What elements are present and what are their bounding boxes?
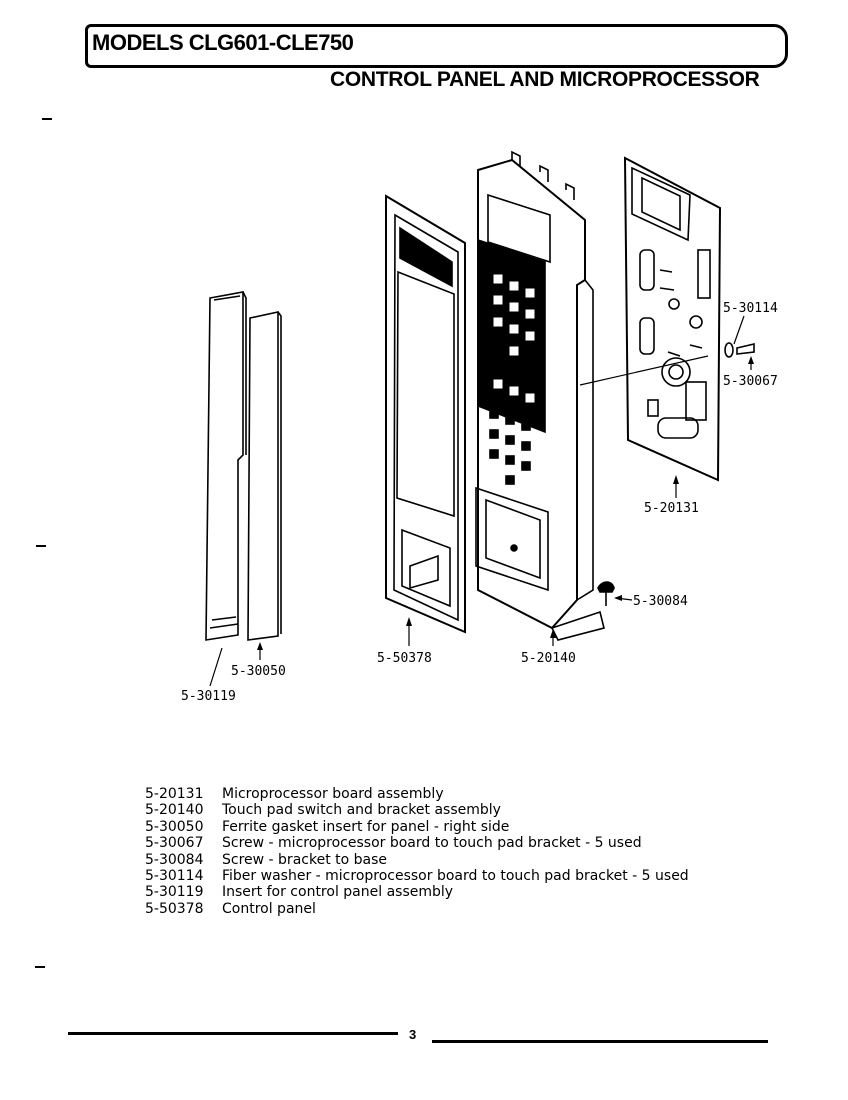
- control-panel-insert: [205, 291, 247, 641]
- part-number: 5-20140: [145, 802, 204, 819]
- part-number: 5-50378: [145, 900, 204, 917]
- scan-mark: [35, 966, 45, 968]
- part-number: 5-20131: [145, 786, 204, 802]
- part-description: Control panel: [222, 900, 316, 917]
- page-number: 3: [409, 1027, 417, 1042]
- fiber-washer-and-screw: [597, 342, 755, 606]
- scan-mark: [36, 545, 46, 547]
- part-description: Insert for control panel assembly: [222, 884, 454, 901]
- part-number: 5-30119: [145, 884, 204, 901]
- parts-list-row: 5-20140 Touch pad switch and bracket ass…: [145, 802, 689, 818]
- parts-list-row: 5-30067 Screw - microprocessor board to …: [145, 835, 689, 851]
- part-number: 5-30084: [145, 851, 204, 868]
- callout-5-30050: 5-30050: [231, 664, 286, 679]
- ferrite-gasket-insert: [247, 311, 282, 641]
- scan-mark: [42, 118, 52, 120]
- model-title: MODELS CLG601-CLE750: [92, 30, 354, 55]
- parts-list-row: 5-20131 Microprocessor board assembly: [145, 786, 689, 802]
- part-description: Screw - microprocessor board to touch pa…: [222, 835, 642, 852]
- parts-list-row: 5-30114 Fiber washer - microprocessor bo…: [145, 868, 689, 884]
- parts-list-row: 5-50378 Control panel: [145, 901, 689, 917]
- part-number: 5-30114: [145, 868, 204, 885]
- part-number: 5-30067: [145, 835, 204, 852]
- parts-list: 5-20131 Microprocessor board assembly 5-…: [145, 786, 689, 917]
- footer-rule-left: [68, 1032, 398, 1035]
- callout-5-30084: 5-30084: [633, 594, 688, 609]
- part-description: Fiber washer - microprocessor board to t…: [222, 868, 689, 885]
- parts-list-row: 5-30050 Ferrite gasket insert for panel …: [145, 819, 689, 835]
- part-description: Touch pad switch and bracket assembly: [222, 802, 501, 819]
- part-description: Screw - bracket to base: [222, 851, 388, 868]
- part-description: Ferrite gasket insert for panel - right …: [222, 818, 510, 835]
- callout-5-30114: 5-30114: [723, 301, 778, 316]
- callout-5-20140: 5-20140: [521, 651, 576, 666]
- callout-5-50378: 5-50378: [377, 651, 432, 666]
- footer-rule-right: [432, 1040, 768, 1043]
- control-panel: [385, 194, 466, 634]
- parts-list-row: 5-30084 Screw - bracket to base: [145, 852, 689, 868]
- part-description: Microprocessor board assembly: [222, 786, 444, 802]
- part-number: 5-30050: [145, 818, 204, 835]
- section-title: CONTROL PANEL AND MICROPROCESSOR: [330, 68, 760, 91]
- touch-pad-bracket: [475, 150, 605, 641]
- model-title-frame: [85, 24, 788, 68]
- parts-list-row: 5-30119 Insert for control panel assembl…: [145, 884, 689, 900]
- callout-5-20131: 5-20131: [644, 501, 699, 516]
- callout-5-30067: 5-30067: [723, 374, 778, 389]
- microprocessor-board: [623, 156, 722, 482]
- callout-5-30119: 5-30119: [181, 689, 236, 704]
